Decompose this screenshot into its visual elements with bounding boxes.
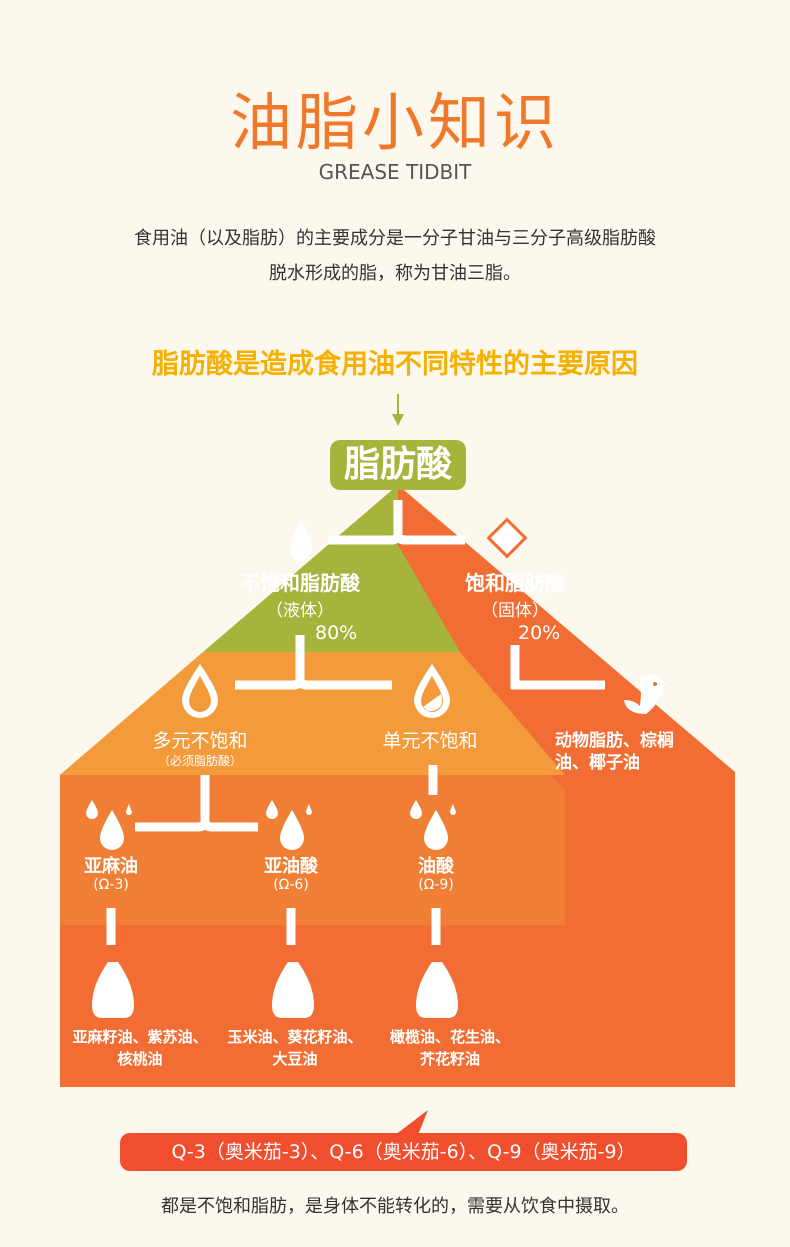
oil-examples: 亚麻籽油、紫苏油、核桃油 [55,1026,225,1070]
connectors [106,500,605,945]
saturated-examples-line: 油、椰子油 [555,753,640,773]
saturated-examples-line: 动物脂肪、棕榈 [555,731,674,751]
poly-note: （必须脂肪酸） [157,754,242,768]
mono-label: 单元不饱和 [382,730,478,752]
acid-name: 亚油酸 [264,856,318,877]
oil-examples-line: 核桃油 [117,1050,163,1068]
page-title: 油脂小知识 [229,86,560,159]
oil-drops-icons [86,800,456,850]
acid-omega: (Ω-3) [93,877,129,893]
oil-examples: 玉米油、葵花籽油、大豆油 [210,1026,380,1070]
acid-name: 油酸 [418,856,454,877]
drop-outline-icon [182,664,218,718]
half-drop-icon [414,664,450,718]
down-arrow-icon [392,394,404,426]
omega-bubble: Q-3（奥米茄-3）、Q-6（奥米茄-6）、Q-9（奥米茄-9） [120,1133,687,1171]
oil-examples: 橄榄油、花生油、芥花籽油 [370,1026,530,1070]
oil-bottles [92,962,458,1018]
footer-note: 都是不饱和脂肪，是身体不能转化的，需要从饮食中摄取。 [161,1196,629,1217]
acid-omega: (Ω-6) [273,877,309,893]
saturated-percent: 20% [518,622,561,644]
drop-icon [290,520,312,561]
headline: 脂肪酸是造成食用油不同特性的主要原因 [152,349,638,380]
drops-omega6-icon [266,800,312,850]
bottle-icon [416,962,458,1018]
oil-examples-line: 亚麻籽油、紫苏油、 [72,1028,208,1046]
unsaturated-state: （液体） [266,601,334,621]
bottle-icon [92,962,134,1018]
unsaturated-percent: 80% [315,622,358,644]
bird-leaf-icon [624,674,664,714]
bubble-tail [395,1110,428,1135]
oil-examples-line: 橄榄油、花生油、 [389,1028,510,1046]
root-label-box [330,440,466,490]
acid-name: 亚麻油 [84,856,138,877]
bottle-icon [272,962,314,1018]
saturated-state: （固体） [481,601,549,621]
omega-layer [60,775,565,925]
diamond-icon [486,517,528,559]
saturated-label: 饱和脂肪酸 [465,571,565,595]
root-label: 脂肪酸 [343,444,452,485]
oil-examples-line: 玉米油、葵花籽油、 [227,1028,363,1046]
page-subtitle: GREASE TIDBIT [318,160,472,184]
intro-line-2: 脱水形成的脂，称为甘油三脂。 [269,263,521,284]
poly-label: 多元不饱和 [152,730,248,752]
oil-examples-line: 大豆油 [272,1050,318,1068]
oil-examples-line: 芥花籽油 [419,1050,480,1068]
drops-omega9-icon [410,800,456,850]
intro-line-1: 食用油（以及脂肪）的主要成分是一分子甘油与三分子高级脂肪酸 [134,228,656,249]
unsaturated-label: 不饱和脂肪酸 [240,571,360,595]
drops-omega3-icon [86,800,132,850]
acid-omega: (Ω-9) [418,877,454,893]
saturated-examples: 动物脂肪、棕榈 油、椰子油 [555,730,674,774]
